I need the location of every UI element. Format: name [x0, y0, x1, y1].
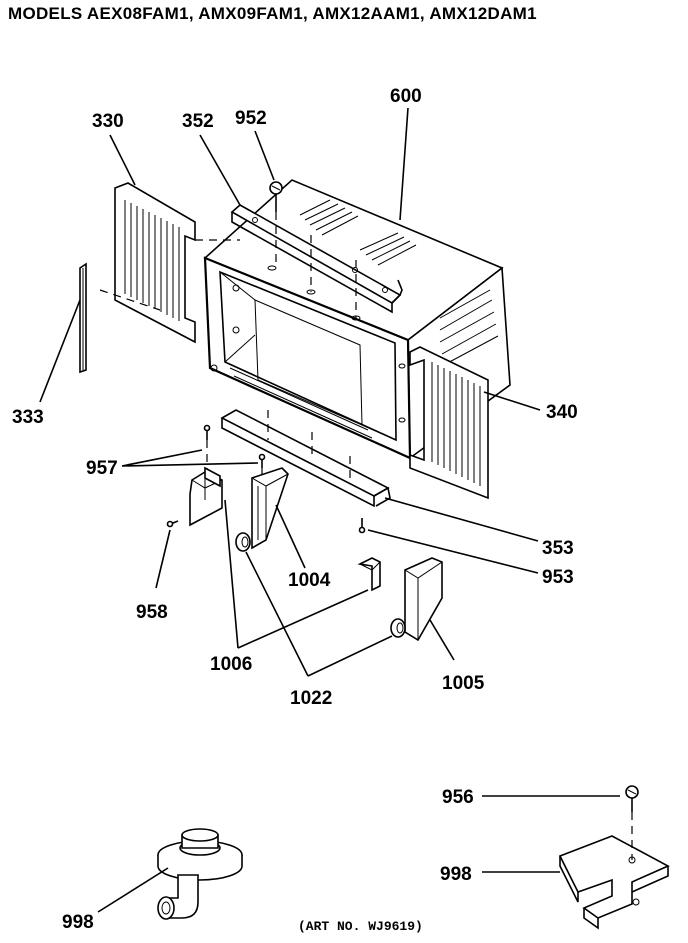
art-number: (ART NO. WJ9619)	[298, 919, 423, 934]
callout-353: 353	[542, 538, 574, 559]
foot-1022-right	[390, 618, 406, 638]
side-curtain-330	[99, 182, 240, 344]
bracket-1006-left	[189, 466, 223, 527]
callout-1005: 1005	[442, 673, 485, 694]
callout-600: 600	[390, 86, 422, 107]
side-curtain-340	[398, 346, 489, 500]
leader-lines	[39, 107, 620, 913]
callout-952: 952	[235, 108, 267, 129]
bottom-rail-353	[220, 409, 391, 508]
screw-956	[625, 785, 639, 860]
top-rail-352	[230, 204, 403, 314]
bracket-1006-right	[357, 557, 381, 592]
screw-958	[166, 520, 179, 528]
bracket-1004	[251, 467, 289, 550]
bracket-1005	[404, 557, 443, 642]
diagram-title: MODELS AEX08FAM1, AMX09FAM1, AMX12AAM1, …	[8, 4, 537, 23]
callout-330: 330	[92, 111, 124, 132]
callout-333: 333	[12, 407, 44, 428]
callout-labels: 330 352 952 600 333 340 957 353 953 1004…	[12, 86, 578, 934]
callout-1004: 1004	[288, 570, 331, 591]
seal-strip-333	[79, 262, 87, 374]
callout-998-pan: 998	[440, 864, 472, 885]
callout-958: 958	[136, 602, 168, 623]
callout-957: 957	[86, 458, 118, 479]
callout-998-fitting: 998	[62, 912, 94, 933]
mount-hole-marks	[267, 235, 361, 321]
callout-340: 340	[546, 402, 578, 423]
drain-pan-998	[558, 835, 670, 930]
callout-352: 352	[182, 111, 214, 132]
screw-952	[269, 181, 283, 268]
callout-1022: 1022	[290, 688, 332, 709]
screw-953	[358, 518, 366, 534]
foot-1022-left	[235, 532, 251, 552]
callout-953: 953	[542, 567, 574, 588]
drain-fitting-998	[157, 828, 243, 920]
callout-956: 956	[442, 787, 474, 808]
callout-1006: 1006	[210, 654, 252, 675]
